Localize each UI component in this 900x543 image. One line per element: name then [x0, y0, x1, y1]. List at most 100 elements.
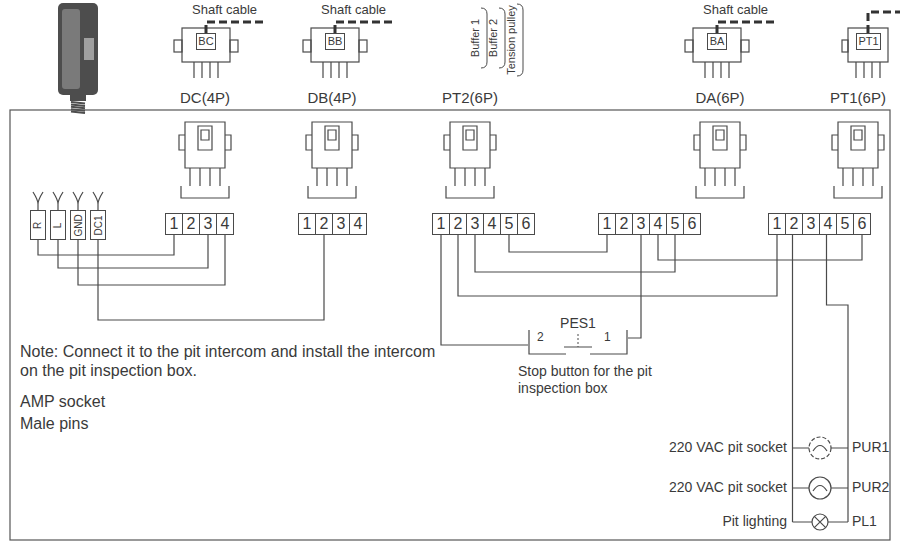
pin-number: 4: [824, 215, 833, 233]
wire-terminal: R: [30, 210, 46, 240]
legend-note: AMP socket: [20, 392, 105, 411]
connector-name: DA(6P): [695, 89, 744, 107]
stop-button-switch: PES121: [528, 316, 628, 360]
pin-number: 3: [471, 215, 480, 233]
plug-name: BA: [710, 35, 725, 47]
terminal-name: L: [53, 222, 64, 228]
pin-number: 4: [488, 215, 497, 233]
connector-name: DB(4P): [307, 89, 356, 107]
pin-number: 1: [303, 215, 312, 233]
terminal-name: GND: [73, 214, 84, 236]
connector-name: DC(4P): [180, 89, 230, 107]
connector-name: PT1(6P): [830, 89, 886, 107]
plug-label-box: PT1: [856, 33, 881, 50]
pin-cell: 1: [768, 213, 786, 235]
wire: [628, 235, 641, 338]
plug-icons: [174, 28, 888, 78]
pin-cell: 2: [785, 213, 803, 235]
pin-cell: 3: [199, 213, 217, 235]
note-text: Note: Connect it to the pit intercom and…: [20, 342, 438, 380]
pin-number: 6: [858, 215, 867, 233]
shaft-cable-lines: [206, 12, 900, 33]
pin-cell: 4: [483, 213, 501, 235]
pin-number: 6: [522, 215, 531, 233]
pin-number: 4: [654, 215, 663, 233]
pin-number: 2: [790, 215, 799, 233]
pin-number: 1: [437, 215, 446, 233]
pin-number: 6: [688, 215, 697, 233]
switch-caption: Stop button for the pit inspection box: [518, 363, 688, 397]
cable-label: Shaft cable: [321, 2, 386, 18]
pin-cell: 6: [683, 213, 701, 235]
cable-label: Shaft cable: [703, 2, 768, 18]
pin-cell: 1: [432, 213, 450, 235]
frame: [10, 110, 890, 540]
pin-cell: 5: [500, 213, 518, 235]
pin-cell: 2: [182, 213, 200, 235]
pin-number: 3: [204, 215, 213, 233]
wire: [658, 235, 862, 260]
pin-cell: 3: [332, 213, 350, 235]
part-name: Buffer 2: [487, 19, 500, 57]
pit-circuit: [793, 235, 849, 530]
pin-cell: 4: [216, 213, 234, 235]
pin-cell: 2: [615, 213, 633, 235]
pin-cell: 3: [466, 213, 484, 235]
connector-name: PT2(6P): [442, 89, 498, 107]
pin-number: 5: [671, 215, 680, 233]
pin-number: 4: [354, 215, 363, 233]
pin-number: 5: [841, 215, 850, 233]
pin-cell: 5: [666, 213, 684, 235]
device-name: 220 VAC pit socket: [669, 479, 787, 496]
plug-label-box: BA: [707, 33, 727, 50]
pin-number: 2: [187, 215, 196, 233]
terminal-number: 2: [537, 331, 544, 344]
pin-cell: 1: [298, 213, 316, 235]
connector-housings: [179, 122, 884, 198]
pin-number: 1: [603, 215, 612, 233]
pin-number: 4: [221, 215, 230, 233]
pin-cell: 2: [449, 213, 467, 235]
terminal-name: R: [32, 221, 43, 228]
intercom-handset: [58, 3, 98, 113]
pin-cell: 3: [802, 213, 820, 235]
pin-cell: 6: [853, 213, 871, 235]
device-name: 220 VAC pit socket: [669, 439, 787, 456]
wire: [78, 235, 225, 285]
pin-cell: 4: [649, 213, 667, 235]
pin-cell: 4: [819, 213, 837, 235]
pin-cell: 6: [517, 213, 535, 235]
cable-label: Shaft cable: [192, 2, 257, 18]
device-name: Pit lighting: [722, 513, 787, 530]
pin-number: 2: [454, 215, 463, 233]
wire: [509, 235, 607, 252]
device-code: PUR1: [852, 439, 889, 456]
plug-name: BB: [328, 35, 343, 47]
terminal-name: DC1: [93, 215, 104, 235]
wire-terminal: L: [50, 210, 66, 240]
pin-cell: 5: [836, 213, 854, 235]
device-code: PL1: [852, 513, 877, 530]
pin-number: 2: [620, 215, 629, 233]
pin-number: 1: [773, 215, 782, 233]
wire: [458, 235, 777, 296]
wire-terminal: GND: [70, 210, 86, 240]
pin-number: 3: [337, 215, 346, 233]
wire: [475, 235, 675, 272]
plug-name: BC: [198, 35, 213, 47]
pin-cell: 4: [349, 213, 367, 235]
plug-label-box: BB: [325, 33, 345, 50]
pin-cell: 1: [598, 213, 616, 235]
wire-terminal: DC1: [90, 210, 106, 240]
pin-cell: 3: [632, 213, 650, 235]
plug-label-box: BC: [196, 33, 216, 50]
fork-terminals: [33, 192, 103, 210]
device-code: PUR2: [852, 479, 889, 496]
wire: [98, 235, 324, 320]
switch-name: PES1: [560, 316, 596, 331]
pin-number: 5: [505, 215, 514, 233]
plug-name: PT1: [858, 35, 878, 47]
legend-note: Male pins: [20, 414, 88, 433]
pin-number: 3: [807, 215, 816, 233]
